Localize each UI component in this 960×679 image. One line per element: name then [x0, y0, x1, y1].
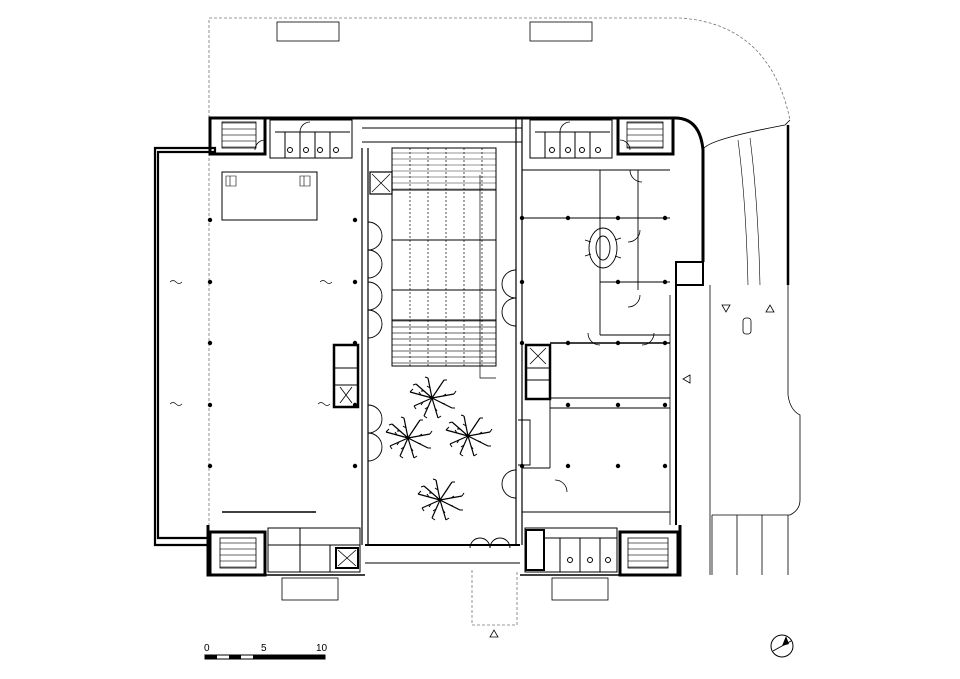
restroom-top-left [269, 119, 353, 159]
parking-block-left [276, 21, 340, 42]
scale-label-10: 10 [316, 643, 328, 654]
office-columns-right [519, 215, 668, 469]
office-doors [254, 121, 655, 493]
parking-block-bottom-left [281, 577, 339, 601]
entrance-marker [489, 629, 499, 638]
meeting-table [584, 227, 622, 269]
site-boundary [208, 17, 791, 626]
office-rooms-right [518, 169, 670, 513]
elevator-core-right [524, 343, 552, 401]
parking-block-bottom-right [551, 577, 609, 601]
restroom-bottom-right [524, 527, 618, 573]
restroom-bottom-left [267, 527, 361, 573]
exhibition-hall-left [169, 171, 333, 513]
scale-bar: 0 5 10 [204, 643, 328, 660]
courtyard-walls [361, 118, 523, 545]
courtyard-trees [385, 376, 493, 521]
stair-core-top-left [208, 116, 267, 156]
courtyard-doors [367, 221, 517, 549]
stair-core-bottom-left [208, 530, 267, 577]
elevator-core-left [332, 343, 360, 409]
stair-core-bottom-right [618, 530, 680, 577]
hall-columns-left [207, 217, 358, 469]
north-arrow-icon [770, 634, 794, 658]
parking-block-right [529, 21, 593, 42]
restroom-top-right [529, 119, 613, 159]
scale-label-0: 0 [204, 643, 210, 654]
central-stepped-seating [369, 147, 497, 379]
scale-label-5: 5 [261, 643, 267, 654]
access-road [682, 119, 801, 575]
stair-core-top-right [616, 116, 675, 156]
